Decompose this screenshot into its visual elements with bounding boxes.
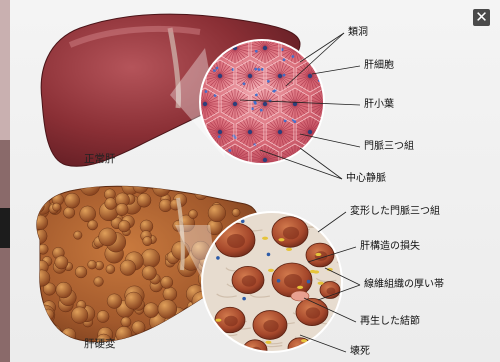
callout-necrosis: 壊死 bbox=[350, 346, 370, 358]
liver-illustration bbox=[10, 0, 500, 362]
callout-central-vein: 中心静脈 bbox=[346, 173, 386, 185]
callout-hepatic-lobule: 肝小葉 bbox=[364, 99, 394, 111]
callout-loss-of-architecture: 肝構造の損失 bbox=[360, 241, 420, 253]
close-x-icon: ✕ bbox=[475, 10, 488, 25]
label-normal-liver: 正常肝 bbox=[84, 151, 116, 166]
left-edge-strip bbox=[0, 0, 10, 362]
callout-hepatocyte: 肝細胞 bbox=[364, 60, 394, 72]
left-edge-dark-band bbox=[0, 208, 10, 248]
callout-deformed-portal-triad: 変形した門脈三つ組 bbox=[350, 206, 440, 218]
label-cirrhosis: 肝硬変 bbox=[84, 336, 116, 351]
callout-portal-triad: 門脈三つ組 bbox=[364, 141, 414, 153]
close-button[interactable]: ✕ bbox=[473, 9, 490, 26]
callout-regenerative-nodule: 再生した結節 bbox=[360, 316, 420, 328]
callout-fibrous-bands: 線維組織の厚い帯 bbox=[364, 279, 444, 291]
callout-sinusoid: 類洞 bbox=[348, 27, 368, 39]
left-edge-highlight bbox=[0, 0, 10, 140]
cirrhosis-tissue-magnified bbox=[202, 210, 360, 360]
